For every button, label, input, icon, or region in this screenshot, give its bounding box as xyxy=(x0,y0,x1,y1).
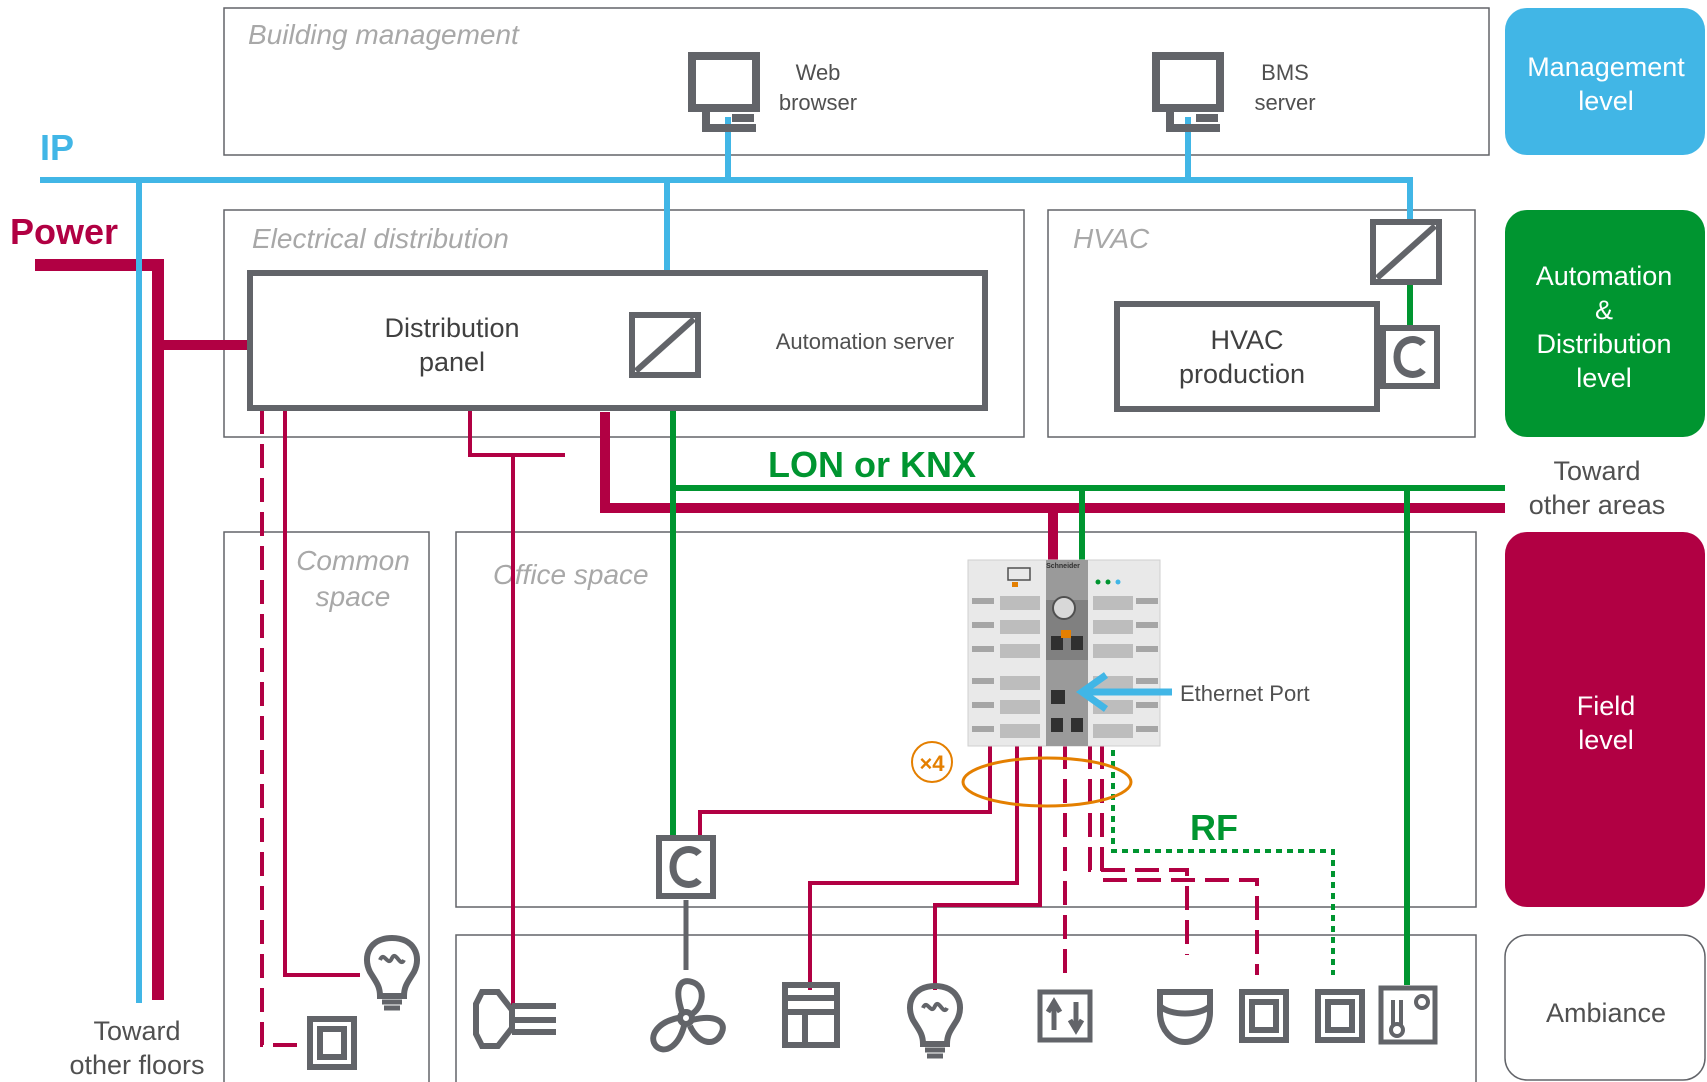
web-browser-icon xyxy=(692,56,756,128)
zone-label-common-line1: Common xyxy=(296,545,410,576)
bms-server-label-line2: server xyxy=(1254,90,1315,115)
lift-icon xyxy=(1037,989,1093,1043)
ethernet-port-label: Ethernet Port xyxy=(1180,681,1310,706)
level-ambiance: Ambiance xyxy=(1504,934,1706,1081)
automation-server-label: Automation server xyxy=(776,329,955,354)
toward-other-floors-line2: other floors xyxy=(69,1050,204,1080)
bms-server-label-line1: BMS xyxy=(1261,60,1309,85)
level-field-line1: Field xyxy=(1577,691,1636,721)
switch-icon xyxy=(1242,992,1286,1040)
common-space-zone: Common space xyxy=(223,531,430,1082)
hvac-controller-icon xyxy=(1383,328,1437,386)
web-browser-label-line1: Web xyxy=(796,60,841,85)
output-group-highlight xyxy=(961,756,1133,808)
hvac-production-label-line2: production xyxy=(1179,359,1305,389)
power-label: Power xyxy=(10,211,118,252)
level-automation-line3: Distribution xyxy=(1536,329,1671,359)
brand-label: Schneider xyxy=(1046,563,1080,570)
ip-label: IP xyxy=(40,127,74,168)
level-management-line2: level xyxy=(1578,86,1634,116)
lon-knx-network xyxy=(670,282,1505,985)
toward-other-floors-line1: Toward xyxy=(93,1016,180,1046)
switch-icon-2 xyxy=(1318,992,1362,1040)
ethernet-port-arrow xyxy=(1075,672,1172,712)
downlight-icon xyxy=(1157,989,1213,1046)
distribution-panel-label-line1: Distribution xyxy=(384,313,519,343)
room-controller-device: Schneider xyxy=(967,559,1161,747)
thermostat-icon xyxy=(1378,985,1438,1045)
ambiance-zone xyxy=(455,934,1477,1082)
level-management: Management level xyxy=(1505,8,1705,155)
distribution-panel-label-line2: panel xyxy=(419,347,485,377)
level-field: Field level xyxy=(1505,532,1705,907)
field-wiring xyxy=(698,745,1259,990)
plug-icon xyxy=(473,989,556,1049)
automation-server-converter-icon xyxy=(632,315,698,375)
hvac-production-label-line1: HVAC xyxy=(1210,325,1283,355)
level-automation-distribution: Automation & Distribution level xyxy=(1505,210,1705,437)
fan-icon xyxy=(650,978,726,1053)
power-network xyxy=(35,259,1505,1047)
level-automation-line1: Automation xyxy=(1536,261,1673,291)
common-lamp-icon xyxy=(367,938,417,1008)
blind-icon xyxy=(782,982,840,1048)
level-automation-line2: & xyxy=(1595,295,1613,325)
zone-label-building-management: Building management xyxy=(248,19,520,50)
multiplier-badge: ×4 xyxy=(911,741,953,783)
ip-network xyxy=(40,117,1413,1003)
lamp-icon xyxy=(910,986,960,1056)
zone-label-hvac: HVAC xyxy=(1073,223,1150,254)
level-management-line1: Management xyxy=(1527,52,1685,82)
web-browser-label-line2: browser xyxy=(779,90,857,115)
rf-link xyxy=(1111,750,1335,975)
toward-other-areas-line1: Toward xyxy=(1553,456,1640,486)
hvac-zone: HVAC xyxy=(1047,209,1476,438)
level-automation-line4: level xyxy=(1576,363,1632,393)
building-management-zone: Building management xyxy=(223,7,1490,156)
zone-label-office-space: Office space xyxy=(493,559,649,590)
zone-label-electrical-distribution: Electrical distribution xyxy=(252,223,509,254)
hvac-production: HVAC production xyxy=(1114,301,1380,412)
distribution-panel: Distribution panel Automation server xyxy=(247,270,988,411)
common-switch-icon xyxy=(310,1019,354,1067)
rf-label: RF xyxy=(1190,807,1238,848)
lon-knx-label: LON or KNX xyxy=(768,444,976,485)
level-ambiance-line1: Ambiance xyxy=(1546,998,1666,1028)
level-field-line2: level xyxy=(1578,725,1634,755)
hvac-converter-icon xyxy=(1373,222,1439,282)
fan-coil-controller-icon xyxy=(659,838,713,896)
multiplier-label: ×4 xyxy=(919,751,945,776)
toward-other-areas-line2: other areas xyxy=(1529,490,1666,520)
electrical-distribution-zone: Electrical distribution xyxy=(223,209,1025,438)
zone-label-common-line2: space xyxy=(316,581,391,612)
